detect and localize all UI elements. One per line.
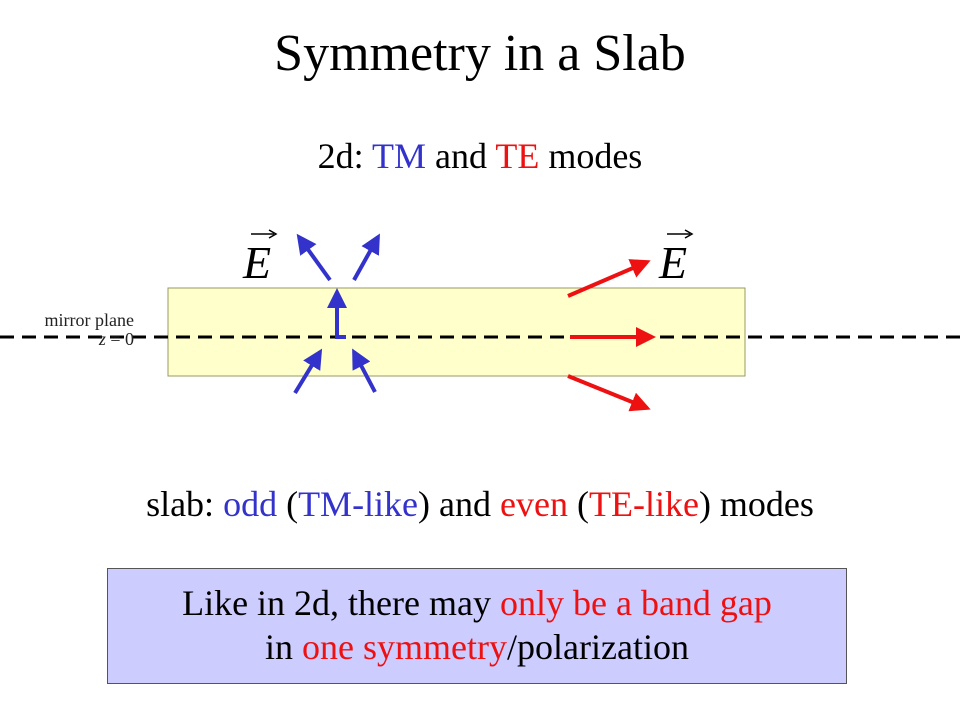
e-symbol-left: E — [242, 237, 271, 288]
subtitle-prefix: 2d: — [317, 136, 373, 176]
mirror-plane-label-line1: mirror plane — [44, 310, 134, 330]
te-field-arrows — [567, 259, 656, 412]
note-line1-a: Like in 2d, there may — [182, 583, 500, 623]
caption-tm-like: TM-like — [298, 484, 419, 524]
caption-suffix: ) modes — [698, 484, 814, 524]
te-arrow-upper — [567, 259, 651, 298]
note-line2-a: in — [265, 627, 303, 667]
slab-rect — [167, 287, 746, 377]
subtitle-2d-modes: 2d: TM and TE modes — [0, 134, 960, 178]
tm-arrow-upper-right — [352, 233, 380, 281]
slab-modes-caption: slab: odd (TM-like) and even (TE-like) m… — [0, 482, 960, 526]
caption-odd: odd — [223, 484, 278, 524]
tm-arrow-lower-left — [293, 348, 323, 395]
page-title: Symmetry in a Slab — [274, 25, 686, 82]
caption-p2: ) and — [418, 484, 501, 524]
caption-even: even — [500, 484, 568, 524]
subtitle-mid: and — [426, 136, 496, 176]
e-vector-label-right: E — [658, 229, 694, 288]
subtitle-suffix: modes — [539, 136, 643, 176]
note-line2-c: /polarization — [507, 627, 689, 667]
mirror-z-equals: = 0 — [105, 329, 134, 349]
mirror-plane-label-line2: z = 0 — [0, 330, 134, 349]
e-vector-label-left: E — [242, 229, 278, 288]
note-line2-b: one symmetry — [302, 627, 508, 667]
tm-arrow-upper-left — [296, 233, 332, 282]
tm-field-arrows — [293, 233, 380, 395]
note-line-1: Like in 2d, there may only be a band gap — [108, 581, 846, 625]
note-line1-b: only be a band gap — [499, 583, 772, 623]
te-arrow-lower — [567, 374, 651, 412]
caption-p1: ( — [277, 484, 299, 524]
tm-arrow-lower-right — [352, 348, 377, 393]
mirror-z-variable: z — [98, 329, 106, 349]
note-line-2: in one symmetry/polarization — [108, 625, 846, 669]
caption-p3: ( — [567, 484, 589, 524]
subtitle-te: TE — [495, 136, 540, 176]
band-gap-note: Like in 2d, there may only be a band gap… — [107, 568, 847, 684]
mirror-plane-label: mirror plane z = 0 — [0, 311, 134, 349]
e-symbol-right: E — [658, 237, 687, 288]
tm-arrow-center — [327, 288, 347, 339]
caption-prefix: slab: — [146, 484, 224, 524]
subtitle-tm: TM — [372, 136, 427, 176]
caption-te-like: TE-like — [588, 484, 699, 524]
